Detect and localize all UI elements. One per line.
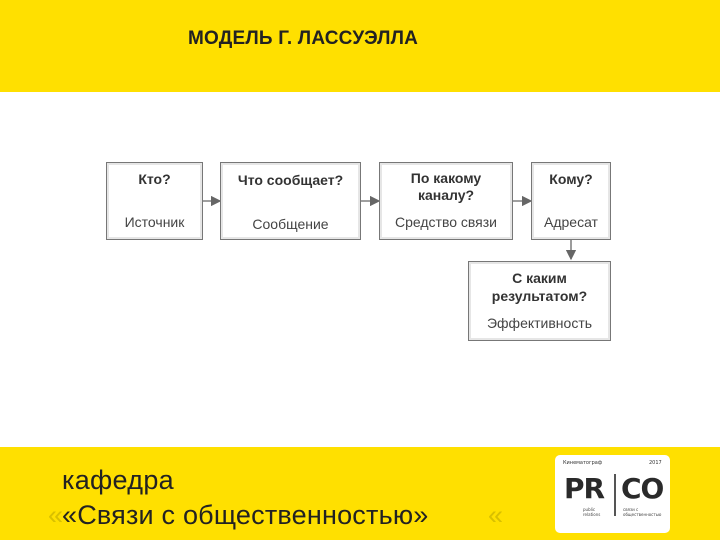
header-band: МОДЕЛЬ Г. ЛАССУЭЛЛА <box>0 0 720 92</box>
department-label: кафедра <box>62 465 174 495</box>
box-question: Что сообщает? <box>237 172 344 188</box>
logo-co-sub1: связи с <box>623 507 639 512</box>
quote-decoration-left: « <box>48 500 64 530</box>
logo-pr-sub1: public <box>583 507 596 512</box>
prco-logo: Кинематограф 2017 PR CO public relations… <box>555 455 670 533</box>
box-question-line1: С каким <box>512 270 567 286</box>
box-answer: Эффективность <box>486 315 593 331</box>
department-name: «Связи с общественностью» <box>62 500 429 530</box>
box-effect: С каким результатом? Эффективность <box>468 261 611 341</box>
box-question: Кому? <box>549 171 593 187</box>
logo-pr-sub2: relations <box>583 512 601 517</box>
box-answer: Средство связи <box>394 214 497 230</box>
box-question-line2: результатом? <box>491 288 588 304</box>
box-question-line2: каналу? <box>417 187 475 203</box>
logo-pr: PR <box>564 472 605 505</box>
logo-top-right: 2017 <box>649 460 662 466</box>
logo-co: CO <box>621 472 664 505</box>
box-recipient: Кому? Адресат <box>531 162 611 240</box>
quote-decoration-right: « <box>488 500 504 530</box>
logo-co-sub: связи с общественностью <box>623 507 661 517</box>
box-channel: По какому каналу? Средство связи <box>379 162 513 240</box>
box-source: Кто? Источник <box>106 162 203 240</box>
box-question-line1: По какому <box>410 170 482 186</box>
logo-separator <box>614 474 616 516</box>
box-message: Что сообщает? Сообщение <box>220 162 361 240</box>
logo-pr-sub: public relations <box>583 507 600 517</box>
logo-co-sub2: общественностью <box>623 512 662 517</box>
box-question: Кто? <box>138 171 171 187</box>
box-answer: Сообщение <box>252 216 329 232</box>
logo-top-left: Кинематограф <box>563 460 603 466</box>
box-answer: Источник <box>124 214 185 230</box>
slide-title: МОДЕЛЬ Г. ЛАССУЭЛЛА <box>188 28 419 49</box>
box-answer: Адресат <box>544 214 598 230</box>
